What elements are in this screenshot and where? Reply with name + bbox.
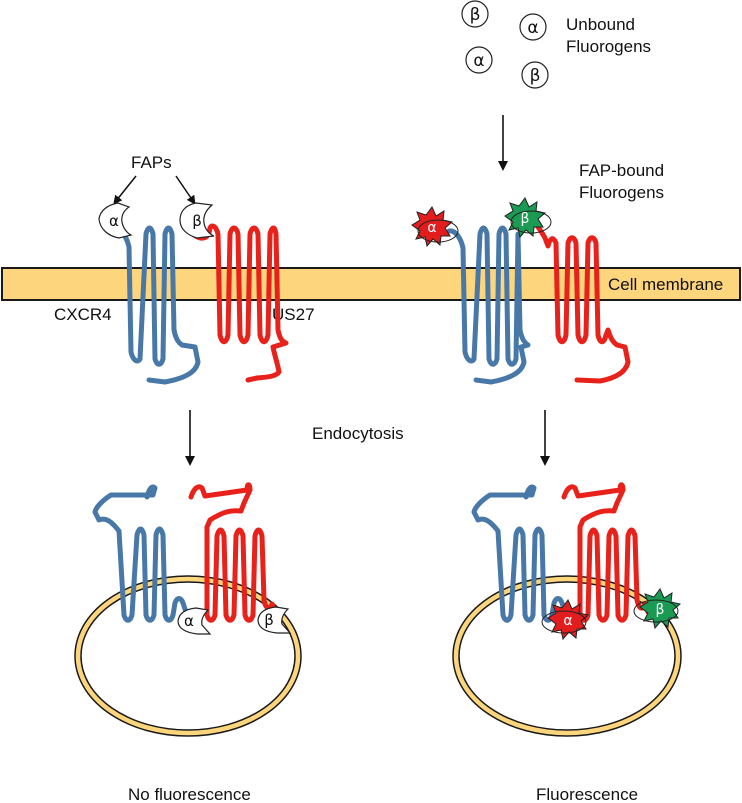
endo-alpha-symbol: α <box>563 613 572 629</box>
faps-arrow-right <box>175 175 196 205</box>
unbound-alpha-2: α <box>473 51 484 71</box>
alpha-icon <box>519 13 547 41</box>
receptors <box>92 221 651 623</box>
unbound-beta-1: β <box>470 5 481 25</box>
star-burst-icon <box>633 588 682 630</box>
fap-crescent-alpha <box>98 202 133 239</box>
star-burst-icon <box>541 599 590 641</box>
unbound-fluorogens <box>461 0 549 89</box>
bound-fluorogens <box>411 197 682 641</box>
endosome-left-fill <box>75 576 301 736</box>
no-fluorescence-label: No fluorescence <box>128 785 251 803</box>
fap-alpha-symbol: α <box>109 212 119 230</box>
fap-crescent-beta <box>179 202 215 239</box>
us27-receptor-internalized-right <box>561 482 651 623</box>
endo-beta-symbol: β <box>656 602 665 618</box>
faps-label: FAPs <box>131 153 172 172</box>
endosome-right-fill <box>453 576 681 736</box>
fap-crescent-alpha-endo <box>177 607 212 635</box>
unbound-beta-2: β <box>530 66 541 86</box>
faps-arrow-left <box>113 175 137 205</box>
endocytosis-label: Endocytosis <box>312 424 404 443</box>
alpha-icon <box>465 46 493 74</box>
fap-beta-symbol: β <box>192 212 202 230</box>
fap-alpha-endo-symbol: α <box>184 612 194 630</box>
unbound-alpha-1: α <box>527 18 538 38</box>
cxcr4-receptor-internalized-left <box>92 484 194 623</box>
us27-label: US27 <box>272 305 315 324</box>
fluorescence-label: Fluorescence <box>536 785 638 803</box>
bound-alpha-symbol: α <box>427 220 436 236</box>
unbound-label-line1: Unbound <box>566 15 635 34</box>
cxcr4-receptor-bound <box>446 225 531 385</box>
star-burst-icon <box>504 197 552 239</box>
us27-receptor-bound <box>533 221 631 384</box>
fap-crescent-beta-endo <box>257 606 292 634</box>
cell-membrane <box>1 267 741 301</box>
cxcr4-label: CXCR4 <box>54 305 112 324</box>
fap-holders <box>98 202 292 635</box>
cxcr4-receptor-surface <box>112 225 201 385</box>
fap-bound-label-line2: Fluorogens <box>579 183 664 202</box>
cell-membrane-label: Cell membrane <box>608 275 723 294</box>
beta-icon <box>521 61 549 89</box>
us27-receptor-internalized-left <box>188 482 278 623</box>
fap-beta-endo-symbol: β <box>264 611 274 629</box>
beta-icon <box>461 0 489 28</box>
fap-bound-label-line1: FAP-bound <box>579 161 664 180</box>
us27-receptor-surface <box>191 223 289 383</box>
bound-beta-symbol: β <box>521 211 530 227</box>
cxcr4-receptor-internalized-right <box>471 484 567 623</box>
unbound-label-line2: Fluorogens <box>566 37 651 56</box>
star-burst-icon <box>411 206 459 248</box>
